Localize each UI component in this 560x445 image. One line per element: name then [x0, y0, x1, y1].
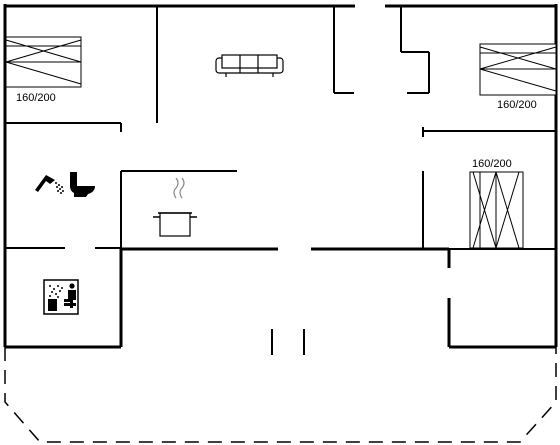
- bed-top-left: 160/200: [5, 36, 82, 104]
- bed-size-label: 160/200: [472, 158, 512, 170]
- sauna-icon: [43, 279, 79, 315]
- bed-size-label: 160/200: [497, 99, 537, 111]
- bed-right-middle: 160/200: [469, 158, 524, 249]
- interior-walls: [5, 6, 556, 355]
- toilet-icon: [70, 172, 95, 197]
- shower-icon: [35, 175, 64, 194]
- terrace-outline: [4, 347, 557, 443]
- bed-top-right: 160/200: [479, 43, 557, 111]
- bed-size-label: 160/200: [16, 92, 56, 104]
- cooking-pot-icon: [153, 177, 197, 237]
- sofa-icon: [215, 54, 284, 77]
